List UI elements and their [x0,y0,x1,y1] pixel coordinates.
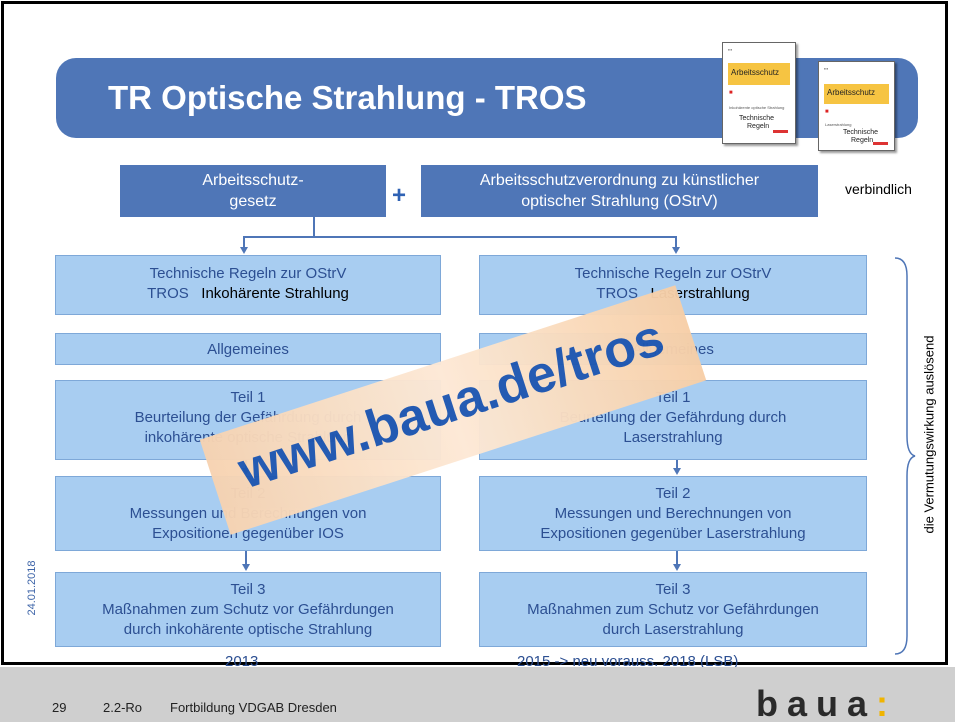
arrow-down-icon [673,564,681,571]
curly-brace-icon [894,257,916,655]
left-t3-line1: Teil 3 [230,581,266,598]
baua-logo-text: baua [756,683,877,724]
doc1-subtitle: Inkohärente optische Strahlung [729,105,785,110]
bmas-logo-icon: ▪▪▪ [824,66,829,71]
box1-line2: gesetz [229,193,277,210]
box2-line2: optischer Strahlung (OStrV) [521,193,718,210]
left-t3-line2: Maßnahmen zum Schutz vor Gefährdungen [102,601,394,618]
left-head-tros: TROS [147,285,189,302]
bmas-logo-icon: ▪▪▪ [728,47,733,52]
right-head-tros: TROS [596,285,638,302]
right-t1-line2: Beurteilung der Gefährdung durch [559,409,787,426]
left-t3-line3: durch inkohärente optische Strahlung [123,621,373,638]
connector [676,551,678,565]
right-year: 2015 -> neu vorauss. 2018 (LSB) [517,653,739,670]
doc1-title-1: Technische [739,115,775,122]
tros-laser-document-thumbnail: ▪▪▪ Arbeitsschutz ■ Laserstrahlung Techn… [818,61,895,151]
right-head-line1: Technische Regeln zur OStrV [574,265,772,282]
doc2-header: Arbeitsschutz [827,88,876,97]
left-head-type: Inkohärente Strahlung [201,285,349,302]
right-t1-line3: Laserstrahlung [623,429,723,446]
page-number: 29 [52,700,67,715]
arrow-down-icon [242,564,250,571]
footer-bar: 29 2.2-Ro Fortbildung VDGAB Dresden [0,667,955,722]
plus-sign: + [392,182,407,209]
box2-line1: Arbeitsschutzverordnung zu künstlicher [479,172,760,189]
baua-logo-colon: : [876,683,898,724]
left-year: 2013 [225,653,259,670]
right-t3-line1: Teil 3 [655,581,691,598]
right-teil3: Teil 3 Maßnahmen zum Schutz vor Gefährdu… [479,572,867,647]
verbindlich-label: verbindlich [845,181,912,197]
arrow-down-icon [240,247,248,254]
ostrv-box: Arbeitsschutzverordnung zu künstlicher o… [421,165,818,217]
doc2-title-1: Technische [843,129,879,136]
right-teil2: Teil 2 Messungen und Berechnungen von Ex… [479,476,867,551]
connector [676,460,678,469]
right-t2-line2: Messungen und Berechnungen von [554,505,792,522]
vermutungswirkung-label: die Vermutungswirkung auslösend [918,272,940,602]
slide-title: TR Optische Strahlung - TROS [108,79,587,116]
arbeitsschutzgesetz-box: Arbeitsschutz- gesetz [120,165,386,217]
connector [245,551,247,565]
vermutungswirkung-text: die Vermutungswirkung auslösend [921,335,937,534]
doc1-title-2: Regeln [747,123,770,130]
connector [675,236,677,250]
doc1-header: Arbeitsschutz [731,68,780,77]
connector [243,236,676,238]
tros-iob-document-thumbnail: ▪▪▪ Arbeitsschutz ■ Inkohärente optische… [722,42,796,144]
date-label: 24.01.2018 [22,552,38,632]
left-tros-header: Technische Regeln zur OStrV TROS Inkohär… [55,255,441,315]
left-t1-line1: Teil 1 [230,389,266,406]
baua-logo: baua: [756,683,897,725]
doc2-title-2: Regeln [851,137,874,144]
connector [243,236,245,250]
right-t2-line3: Expositionen gegenüber Laserstrahlung [540,525,806,542]
right-t2-line1: Teil 2 [655,485,691,502]
left-head-line1: Technische Regeln zur OStrV [149,265,347,282]
connector [313,217,315,237]
right-t3-line3: durch Laserstrahlung [602,621,744,638]
left-t2-line3: Expositionen gegenüber IOS [152,525,344,542]
date-text: 24.01.2018 [26,560,38,616]
footer-code: 2.2-Ro [103,700,143,715]
right-t3-line2: Maßnahmen zum Schutz vor Gefährdungen [527,601,819,618]
left-teil3: Teil 3 Maßnahmen zum Schutz vor Gefährdu… [55,572,441,647]
left-allgemeines: Allgemeines [55,333,441,365]
doc2-subtitle: Laserstrahlung [825,122,852,127]
footer-event: Fortbildung VDGAB Dresden [170,700,337,715]
arrow-down-icon [672,247,680,254]
box1-line1: Arbeitsschutz- [202,172,304,189]
arrow-down-icon [673,468,681,475]
